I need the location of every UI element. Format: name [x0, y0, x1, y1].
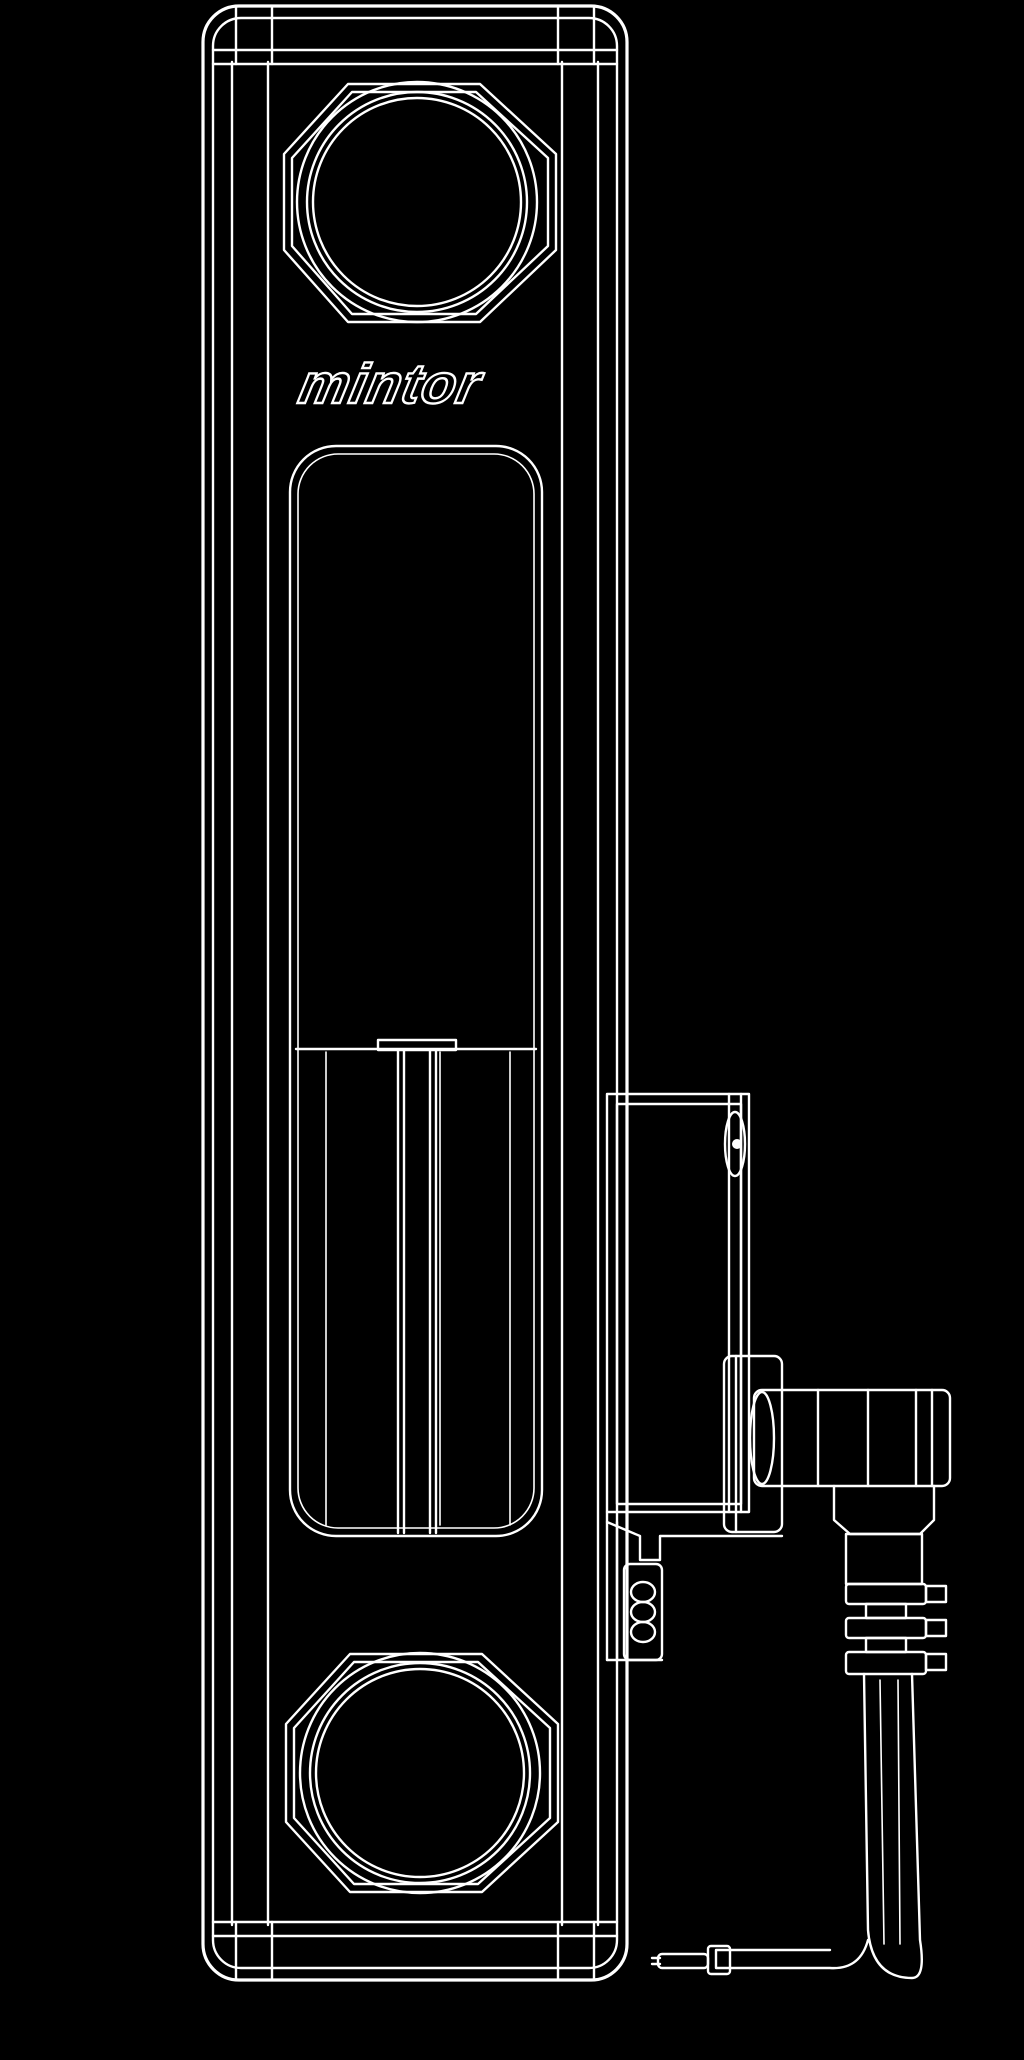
sight-glass [288, 444, 544, 1538]
sensor-housing [605, 1092, 784, 1662]
brand-logo: mintor [293, 351, 491, 416]
connector-icon [748, 1388, 952, 1676]
gauge-body [201, 4, 629, 1982]
top-hex-nut-icon [282, 80, 558, 324]
logo-text: mintor [294, 353, 489, 415]
top-end-cap [211, 4, 619, 66]
bottom-hex-nut-icon [284, 1651, 560, 1895]
bottom-end-cap [211, 1920, 619, 1982]
cable-icon [650, 1672, 923, 1980]
